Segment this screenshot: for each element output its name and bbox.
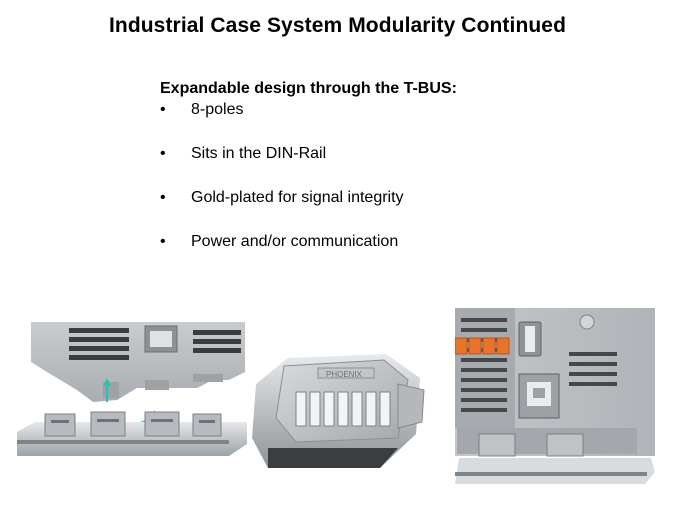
bullet-text: 8-poles	[191, 101, 244, 118]
slide-content: Expandable design through the T-BUS: • 8-…	[160, 80, 580, 276]
bullet-item: • Sits in the DIN-Rail	[160, 144, 580, 164]
bullet-glyph: •	[160, 189, 166, 206]
bullet-item: • Gold-plated for signal integrity	[160, 188, 580, 208]
connector-brand-label: PHOENIX	[326, 370, 363, 379]
bullet-text: Sits in the DIN-Rail	[191, 145, 327, 162]
bullet-glyph: •	[160, 101, 166, 118]
housing-on-din-rail-image	[17, 322, 247, 456]
bullet-item: • Power and/or communication	[160, 232, 580, 252]
bullet-glyph: •	[160, 145, 166, 162]
bullet-glyph: •	[160, 233, 166, 250]
device-with-terminals-image	[455, 308, 655, 484]
bullet-item: • 8-poles	[160, 100, 580, 120]
bullet-text: Gold-plated for signal integrity	[191, 189, 404, 206]
bullet-heading: Expandable design through the T-BUS:	[160, 80, 457, 97]
bullet-list: • 8-poles • Sits in the DIN-Rail • Gold-pla…	[160, 100, 580, 252]
bullet-text: Power and/or communication	[191, 233, 399, 250]
slide-title: Industrial Case System Modularity Contin…	[108, 14, 567, 37]
tbus-connector-image: PHOENIX	[252, 354, 425, 468]
